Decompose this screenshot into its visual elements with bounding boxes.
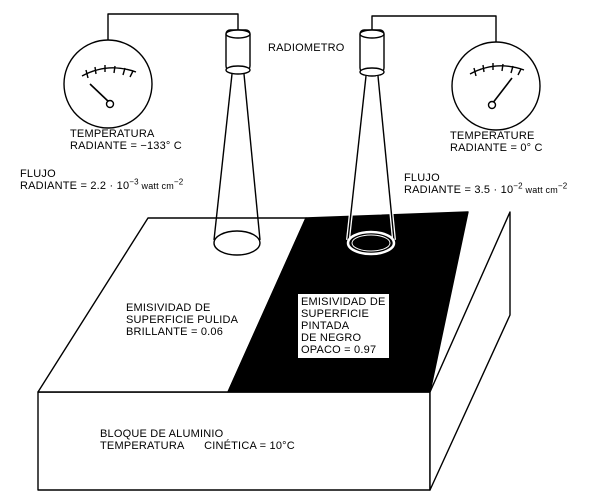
block-line1: BLOQUE DE ALUMINIO <box>100 428 224 440</box>
block-kinetic-temp: CINÉTICA = 10°C <box>204 440 295 452</box>
left-surface-line1: EMISIVIDAD DE <box>126 302 211 314</box>
left-wire <box>107 13 239 40</box>
left-flux-value: RADIANTE = 2.2 · 10 <box>20 180 130 192</box>
radiometer-text: RADIOMETRO <box>268 42 345 54</box>
left-temperature-label: TEMPERATURA RADIANTE = −133° C <box>70 128 182 152</box>
block-temperature-word: TEMPERATURA <box>100 440 185 452</box>
right-flux-line2: RADIANTE = 3.5 · 10−2 watt cm−2 <box>404 181 568 196</box>
left-temp-line1: TEMPERATURA <box>70 128 155 140</box>
left-cone-edge-left <box>213 73 233 241</box>
right-flux-unit: watt cm <box>522 185 558 195</box>
right-flux-exponent: −2 <box>513 181 523 191</box>
radiometer-label: RADIOMETRO <box>268 42 345 54</box>
right-flux-label: FLUJO RADIANTE = 3.5 · 10−2 watt cm−2 <box>404 172 567 196</box>
right-wire <box>371 15 497 42</box>
left-flux-exponent: −3 <box>129 177 139 187</box>
left-temp-line2: RADIANTE = −133° C <box>70 140 182 152</box>
right-gauge-needle <box>491 77 513 105</box>
aluminium-block-label: BLOQUE DE ALUMINIO TEMPERATURA CINÉTICA … <box>100 428 295 452</box>
left-surface-line3: BRILLANTE = 0.06 <box>126 326 224 338</box>
left-flux-unit: watt cm <box>138 181 174 191</box>
left-cone-edge-right <box>243 73 261 241</box>
block-line2: TEMPERATURA CINÉTICA = 10°C <box>100 440 295 452</box>
right-surface-line2: SUPERFICIE <box>301 308 370 320</box>
right-surface-line3: PINTADA <box>301 320 350 332</box>
left-gauge-needle <box>89 83 111 104</box>
right-temp-line1: TEMPERATURE <box>450 130 535 142</box>
right-temp-line2: RADIANTE = 0° C <box>450 142 543 154</box>
left-flux-line2: RADIANTE = 2.2 · 10−3 watt cm−2 <box>20 177 184 192</box>
right-flux-unit-exponent: −2 <box>557 181 568 191</box>
left-flux-line1: FLUJO <box>20 168 56 180</box>
left-gauge-dial <box>63 39 153 129</box>
left-measurement-spot <box>213 230 261 256</box>
right-gauge-dial <box>451 41 541 131</box>
polished-surface-label: EMISIVIDAD DE SUPERFICIE PULIDA BRILLANT… <box>126 302 238 338</box>
right-flux-value: RADIANTE = 3.5 · 10 <box>404 184 514 196</box>
left-surface-line2: SUPERFICIE PULIDA <box>126 314 239 326</box>
right-surface-line4: DE NEGRO <box>301 332 362 344</box>
right-temperature-label: TEMPERATURE RADIANTE = 0° C <box>450 130 543 154</box>
black-surface-label: EMISIVIDAD DE SUPERFICIE PINTADA DE NEGR… <box>298 294 389 358</box>
block-right-face <box>429 211 511 491</box>
right-surface-line5: OPACO = 0.97 <box>301 344 377 356</box>
right-surface-line1: EMISIVIDAD DE <box>301 296 386 308</box>
left-flux-unit-exponent: −2 <box>173 177 184 187</box>
left-flux-label: FLUJO RADIANTE = 2.2 · 10−3 watt cm−2 <box>20 168 183 192</box>
right-flux-line1: FLUJO <box>404 172 440 184</box>
